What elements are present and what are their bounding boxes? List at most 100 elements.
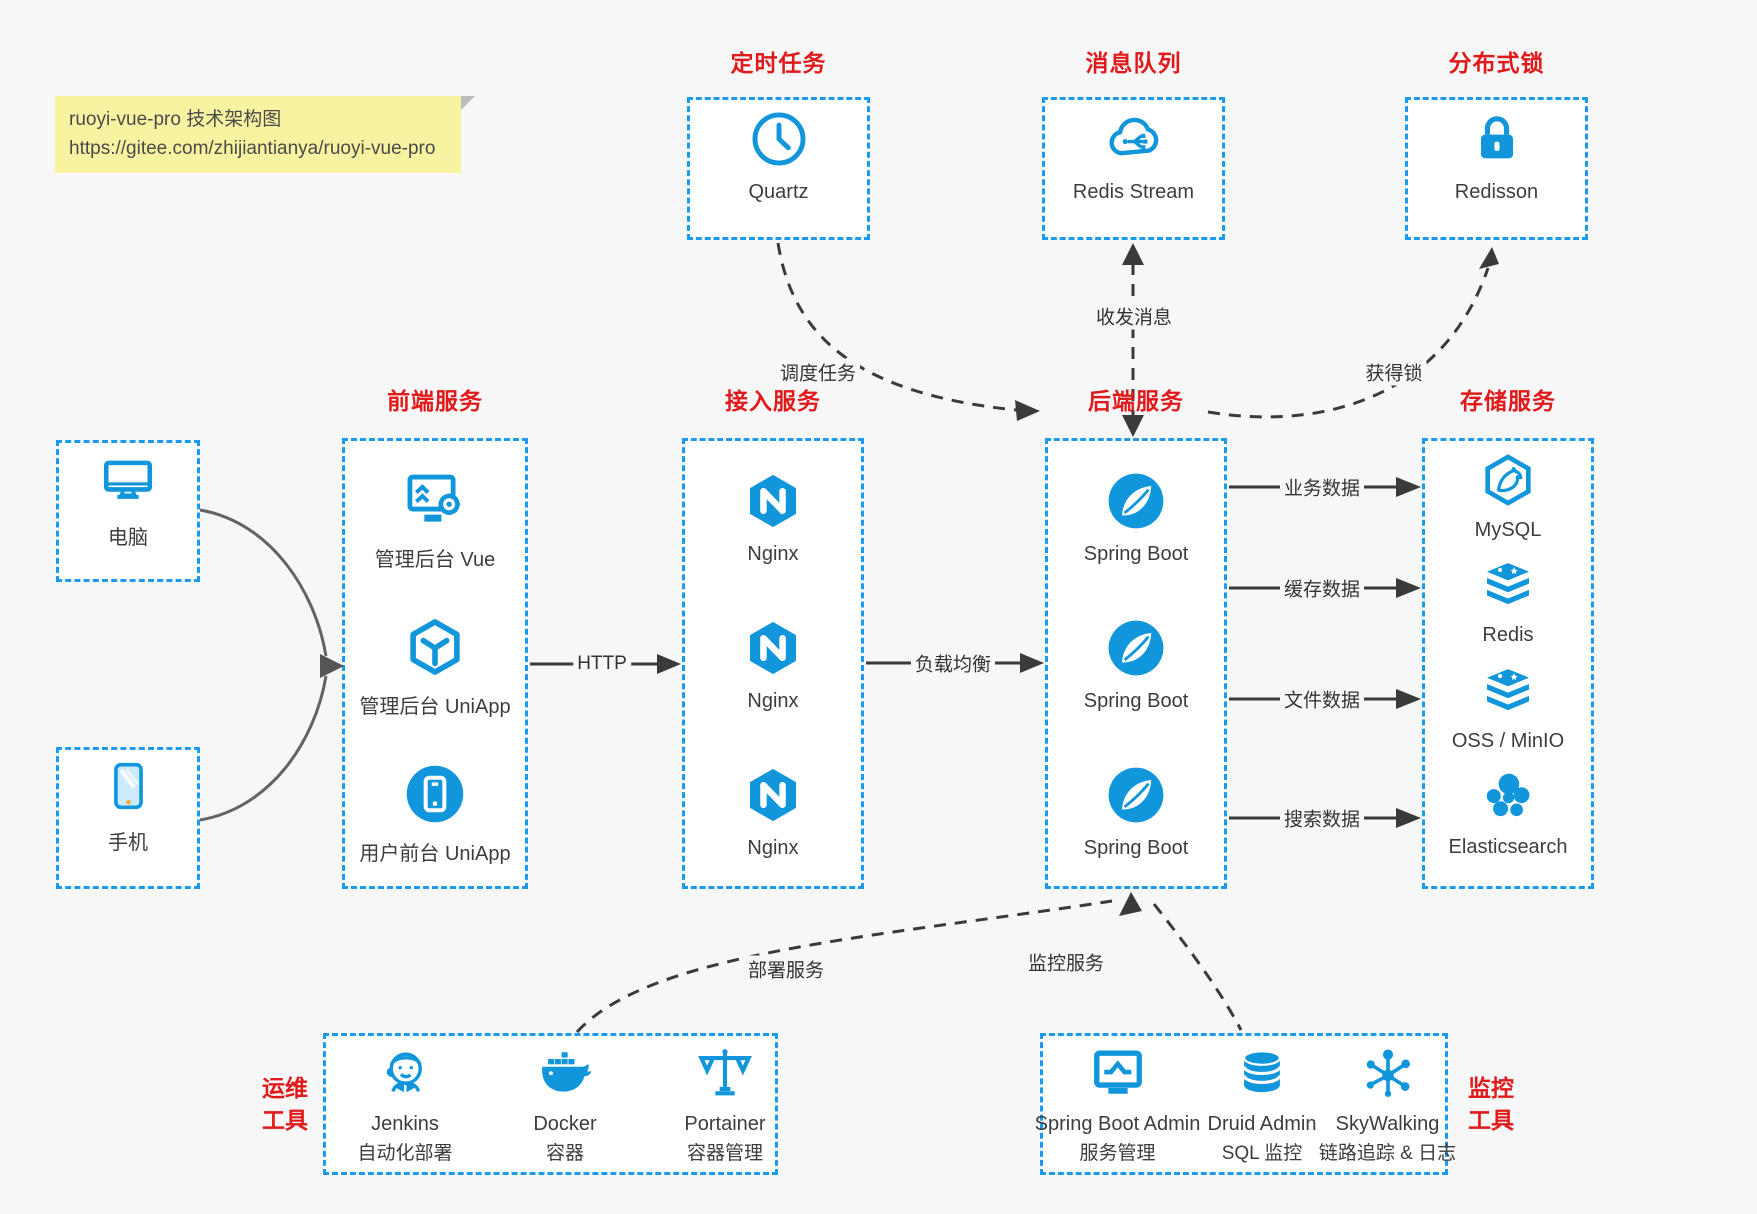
node-nginx-2: Nginx — [682, 617, 864, 713]
node-pc: 电脑 — [56, 452, 200, 550]
node-label: Nginx — [747, 543, 799, 565]
box-scheduled-tasks — [687, 97, 870, 240]
nginx-icon — [742, 470, 804, 532]
node-label: Druid Admin — [1207, 1113, 1317, 1135]
scales-icon — [696, 1044, 754, 1102]
node-label: 电脑 — [108, 527, 148, 549]
topology-icon — [1359, 1044, 1417, 1102]
node-sublabel: 服务管理 — [1079, 1143, 1156, 1164]
node-label: 管理后台 Vue — [374, 549, 496, 571]
node-user-uniapp: 用户前台 UniApp — [342, 762, 528, 866]
node-label: Jenkins — [371, 1113, 439, 1135]
node-quartz: Quartz — [687, 108, 870, 204]
node-spring-boot-admin: Spring Boot Admin 服务管理 — [1025, 1044, 1210, 1165]
edge-label-search-data: 搜索数据 — [1279, 804, 1365, 832]
cube-icon — [403, 615, 467, 679]
node-label: Spring Boot — [1083, 837, 1189, 859]
node-druid-admin: Druid Admin SQL 监控 — [1187, 1044, 1337, 1165]
redis-stack-icon — [1480, 557, 1536, 613]
node-sublabel: 容器 — [545, 1143, 584, 1164]
node-label: 管理后台 UniApp — [359, 696, 511, 718]
node-phone: 手机 — [56, 757, 200, 855]
node-label: Redisson — [1454, 181, 1539, 203]
node-nginx-3: Nginx — [682, 764, 864, 860]
cloud-network-icon — [1103, 108, 1165, 170]
mobile-app-icon — [403, 762, 467, 826]
desktop-icon — [99, 452, 157, 510]
node-redis-stream: Redis Stream — [1042, 108, 1225, 204]
node-elasticsearch: Elasticsearch — [1422, 769, 1594, 859]
group-title-message-queue: 消息队列 — [1085, 50, 1182, 76]
node-admin-uniapp: 管理后台 UniApp — [342, 615, 528, 719]
nginx-icon — [742, 617, 804, 679]
node-label: MySQL — [1474, 519, 1542, 541]
group-title-monitor-tools: 监控 工具 — [1468, 1075, 1514, 1134]
node-label: OSS / MinIO — [1451, 730, 1565, 752]
node-label: Portainer — [684, 1113, 766, 1135]
node-jenkins: Jenkins 自动化部署 — [330, 1044, 480, 1165]
node-label: Nginx — [747, 837, 799, 859]
node-redis: Redis — [1422, 557, 1594, 647]
group-title-ops-tools: 运维 工具 — [262, 1075, 308, 1134]
node-label: Spring Boot Admin — [1034, 1113, 1201, 1135]
group-title-frontend: 前端服务 — [387, 388, 483, 414]
node-sublabel: 链路追踪 & 日志 — [1318, 1143, 1457, 1164]
node-label: SkyWalking — [1335, 1113, 1440, 1135]
edge-label-cache-data: 缓存数据 — [1279, 574, 1365, 602]
spring-icon — [1105, 470, 1167, 532]
edge-label-get-lock: 获得锁 — [1361, 358, 1427, 386]
node-nginx-1: Nginx — [682, 470, 864, 566]
box-storage — [1422, 438, 1594, 889]
group-title-backend: 后端服务 — [1088, 388, 1184, 414]
node-sublabel: 自动化部署 — [357, 1143, 453, 1164]
node-label: Nginx — [747, 690, 799, 712]
node-sublabel: 容器管理 — [686, 1143, 763, 1164]
node-docker: Docker 容器 — [490, 1044, 640, 1165]
node-label: Docker — [533, 1113, 597, 1135]
edge-label-http: HTTP — [573, 653, 631, 675]
sticky-note: ruoyi-vue-pro 技术架构图 https://gitee.com/zh… — [55, 96, 475, 173]
storage-stack-icon — [1480, 663, 1536, 719]
node-label: 手机 — [108, 832, 148, 854]
edge-label-message: 收发消息 — [1091, 302, 1177, 330]
node-springboot-3: Spring Boot — [1045, 764, 1227, 860]
edge-label-business-data: 业务数据 — [1279, 473, 1365, 501]
node-label: Spring Boot — [1083, 543, 1189, 565]
note-fold-corner — [461, 96, 475, 110]
database-icon — [1233, 1044, 1291, 1102]
group-title-distributed-lock: 分布式锁 — [1448, 50, 1545, 76]
edge-label-deploy: 部署服务 — [743, 955, 829, 983]
elasticsearch-icon — [1480, 769, 1536, 825]
group-title-scheduled-tasks: 定时任务 — [730, 50, 827, 76]
note-url: https://gitee.com/zhijiantianya/ruoyi-vu… — [69, 137, 436, 159]
nginx-icon — [742, 764, 804, 826]
clock-icon — [748, 108, 810, 170]
edge-label-schedule: 调度任务 — [775, 358, 861, 386]
node-label: Elasticsearch — [1448, 836, 1568, 858]
node-redisson: Redisson — [1405, 108, 1588, 204]
node-springboot-2: Spring Boot — [1045, 617, 1227, 713]
node-portainer: Portainer 容器管理 — [650, 1044, 800, 1165]
node-oss-minio: OSS / MinIO — [1422, 663, 1594, 753]
edge-label-file-data: 文件数据 — [1279, 685, 1365, 713]
node-sublabel: SQL 监控 — [1221, 1143, 1303, 1164]
note-title: ruoyi-vue-pro 技术架构图 — [69, 109, 282, 130]
box-distributed-lock — [1405, 97, 1588, 240]
spring-icon — [1105, 764, 1167, 826]
group-title-gateway: 接入服务 — [725, 388, 821, 414]
node-springboot-1: Spring Boot — [1045, 470, 1227, 566]
mysql-icon — [1480, 452, 1536, 508]
edge-label-load-balance: 负载均衡 — [910, 649, 996, 677]
node-admin-vue: 管理后台 Vue — [342, 468, 528, 572]
node-label: Quartz — [748, 181, 809, 203]
smartphone-icon — [99, 757, 157, 815]
admin-dashboard-icon — [403, 468, 467, 532]
monitor-chart-icon — [1089, 1044, 1147, 1102]
docker-icon — [536, 1044, 594, 1102]
node-label: Spring Boot — [1083, 690, 1189, 712]
jenkins-icon — [376, 1044, 434, 1102]
node-label: Redis Stream — [1072, 181, 1195, 203]
node-label: Redis — [1482, 624, 1534, 646]
node-skywalking: SkyWalking 链路追踪 & 日志 — [1295, 1044, 1480, 1165]
